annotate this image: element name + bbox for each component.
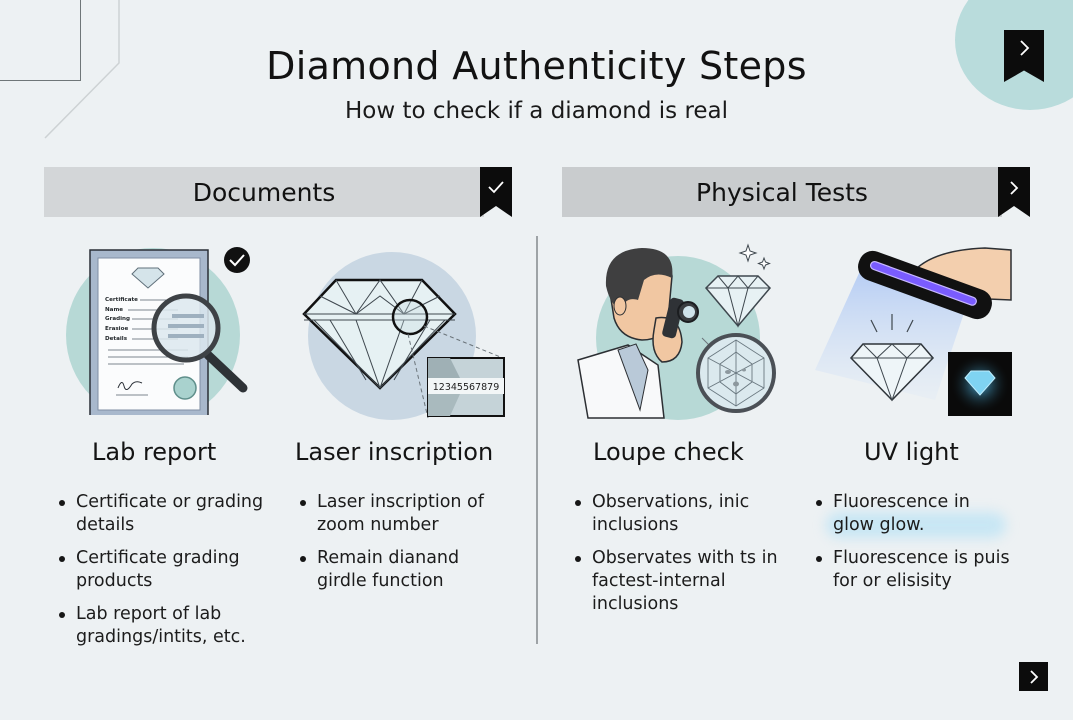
laser-inscription-illustration: 12345567879 — [302, 252, 505, 420]
page-subtitle: How to check if a diamond is real — [344, 98, 729, 124]
certificate-magnifier-illustration: Certificate Name Grading Erasioe Details — [66, 247, 250, 415]
svg-text:Certificate: Certificate — [105, 297, 138, 303]
list-item: Lab report of lab gradings/intits, etc. — [56, 603, 266, 649]
list-item: Observates with ts in factest-internal i… — [572, 547, 787, 616]
chevron-right-icon — [1010, 181, 1019, 195]
diamond-icon — [131, 267, 165, 289]
physical-tests-ribbon[interactable] — [998, 167, 1030, 217]
svg-text:Name: Name — [105, 307, 123, 313]
sparkle-icon — [738, 243, 758, 263]
list-item: Certificate or grading details — [56, 491, 266, 537]
chevron-right-icon — [1029, 669, 1038, 684]
laser-inscription-bullets: Laser inscription of zoom number Remain … — [297, 491, 512, 603]
uv-glow-highlight — [826, 512, 1006, 538]
svg-text:Grading: Grading — [105, 316, 130, 322]
section-label: Documents — [192, 177, 336, 207]
column-divider — [536, 236, 538, 644]
uv-light-illustration — [815, 247, 1012, 416]
fluorescent-diamond-icon — [964, 370, 996, 396]
loupe-check-bullets: Observations, inic inclusions Observates… — [572, 491, 787, 626]
inscription-number: 12345567879 — [433, 382, 500, 393]
seal-icon — [173, 376, 197, 400]
card-title-laser-inscription: Laser inscription — [295, 438, 494, 466]
svg-text:Details: Details — [105, 336, 128, 342]
chevron-right-icon — [1020, 40, 1030, 56]
page-title: Diamond Authenticity Steps — [266, 44, 807, 88]
card-title-lab-report: Lab report — [92, 438, 217, 466]
list-item: Fluorescence in glow glow. — [813, 491, 1013, 537]
list-item: Certificate grading products — [56, 547, 266, 593]
list-item: Observations, inic inclusions — [572, 491, 787, 537]
sparkle-icon — [757, 256, 771, 271]
section-label: Physical Tests — [696, 177, 868, 207]
next-slide-button[interactable] — [1019, 662, 1048, 691]
card-title-loupe-check: Loupe check — [593, 438, 744, 466]
section-header-documents: Documents — [44, 167, 484, 217]
corner-frame-decoration — [0, 0, 81, 81]
check-circle-icon — [224, 247, 250, 273]
checkmark-icon — [488, 181, 504, 194]
lab-report-bullets: Certificate or grading details Certifica… — [56, 491, 266, 659]
documents-ribbon[interactable] — [480, 167, 512, 217]
diagonal-line-decoration — [44, 0, 120, 139]
list-item: Remain dianand girdle function — [297, 547, 512, 593]
list-item: Laser inscription of zoom number — [297, 491, 512, 537]
section-header-physical-tests: Physical Tests — [562, 167, 1002, 217]
card-title-uv-light: UV light — [864, 438, 959, 466]
svg-text:Erasioe: Erasioe — [105, 326, 128, 332]
uv-light-bullets: Fluorescence in glow glow. Fluorescence … — [813, 491, 1013, 603]
loupe-check-illustration — [577, 243, 776, 420]
list-item: Fluorescence is puis for or elisisity — [813, 547, 1013, 593]
